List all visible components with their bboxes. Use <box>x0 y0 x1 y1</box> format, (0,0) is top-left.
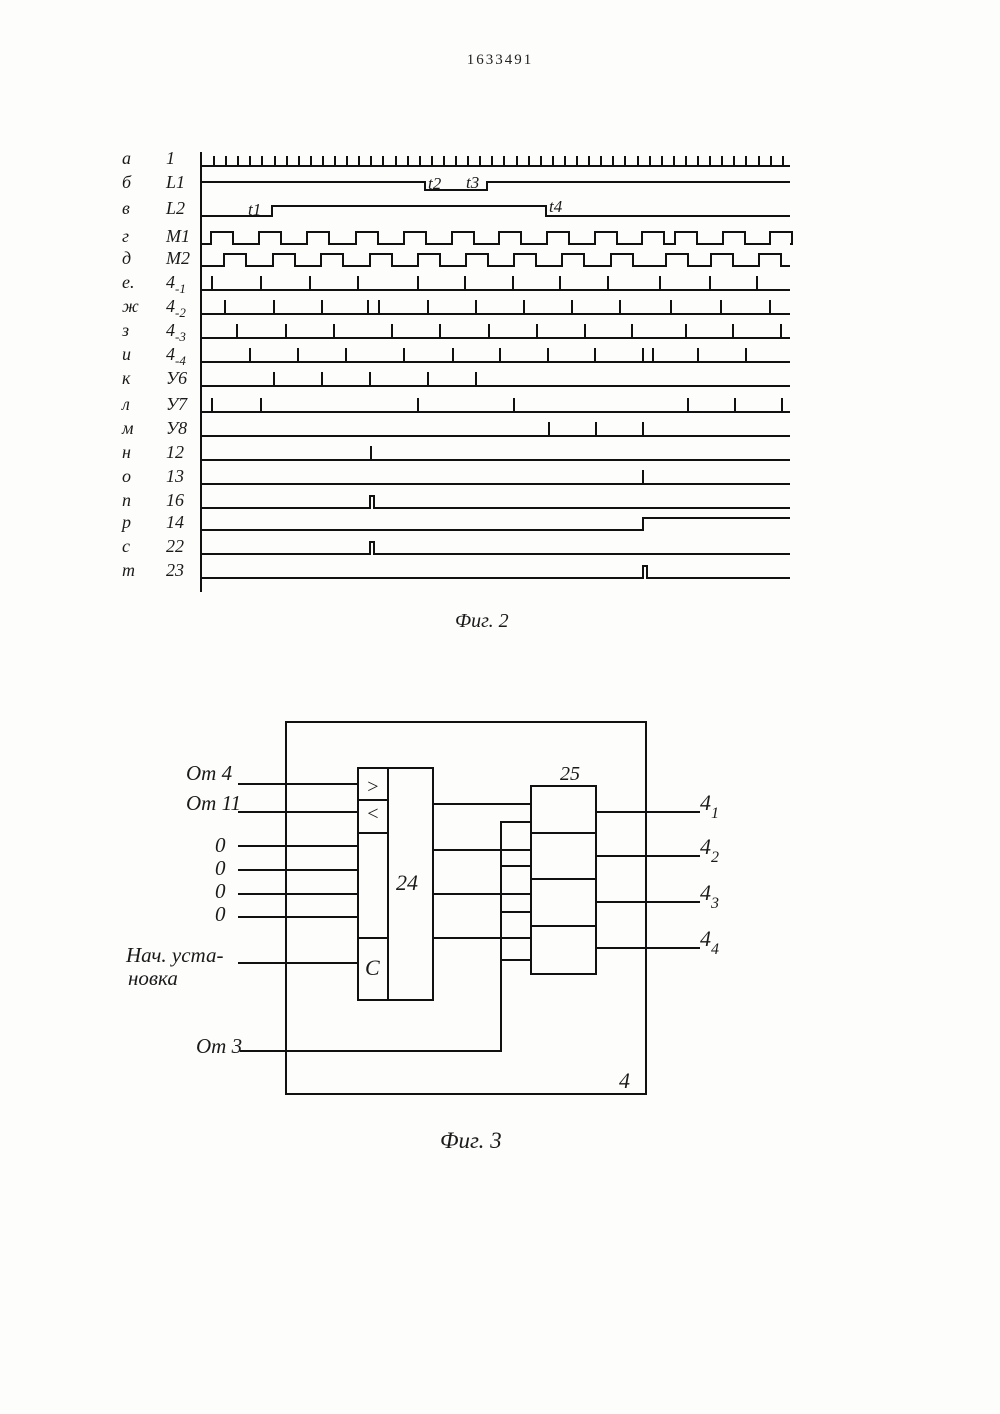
row-signal-15: 14 <box>166 512 184 532</box>
wave-4-2 <box>201 300 790 314</box>
row-letter-12: н <box>122 442 131 462</box>
marker-t2: t2 <box>428 174 442 193</box>
input-from-3: От 3 <box>196 1034 242 1058</box>
input-from-11: От 11 <box>186 791 241 815</box>
row-signal-16: 22 <box>166 536 184 556</box>
row-signal-2: L2 <box>165 198 185 218</box>
row-signal-1: L1 <box>165 172 185 192</box>
row-letter-3: г <box>122 226 129 246</box>
wave-14 <box>201 518 790 530</box>
row-signal-17: 23 <box>166 560 184 580</box>
timing-diagram: а 1 б L1 в L2 г M1 д M2 е. 4-1 ж 4-2 з 4-3 и 4-4 к У6 л У7 м У8… <box>0 140 1000 600</box>
wave-13 <box>201 470 790 484</box>
outer-block-4 <box>286 722 646 1094</box>
row-letter-14: п <box>122 490 131 510</box>
row-signal-8: 4-4 <box>166 344 186 368</box>
wave-4-3 <box>201 324 790 338</box>
input-zero-1: 0 <box>215 833 226 857</box>
waveforms <box>201 156 792 578</box>
row-letter-13: о <box>122 466 131 486</box>
row-letter-8: и <box>122 344 131 364</box>
output-label-2: 42 <box>700 834 719 866</box>
row-letter-15: р <box>120 512 131 532</box>
row-signal-12: 12 <box>166 442 184 462</box>
row-letter-1: б <box>122 172 132 192</box>
marker-t4: t4 <box>549 197 563 216</box>
fig3-caption: Фиг. 3 <box>440 1128 502 1154</box>
row-signal-5: 4-1 <box>166 272 186 296</box>
wave-clock <box>201 156 790 166</box>
input-from-4: От 4 <box>186 761 233 785</box>
register-label: 24 <box>396 870 418 895</box>
input-zero-4: 0 <box>215 902 226 926</box>
row-signal-6: 4-2 <box>166 296 186 320</box>
output-labels: 41 42 43 44 <box>700 790 719 958</box>
wave-12 <box>201 446 790 460</box>
row-letter-5: е. <box>122 272 135 292</box>
decoder-label: 25 <box>560 763 580 785</box>
wave-4-4 <box>201 348 790 362</box>
wave-L1 <box>201 182 790 190</box>
row-signal-4: M2 <box>165 248 190 268</box>
lt-label: < <box>366 803 380 825</box>
row-signal-7: 4-3 <box>166 320 186 344</box>
document-number: 1633491 <box>0 52 1000 69</box>
outer-block-label: 4 <box>619 1068 630 1093</box>
wave-Y6 <box>201 372 790 386</box>
row-signal-14: 16 <box>166 490 184 510</box>
clock-label: C <box>365 955 380 980</box>
input-reset-line1: Нач. уста- <box>125 943 223 967</box>
row-letter-11: м <box>121 418 134 438</box>
row-letter-17: т <box>122 560 135 580</box>
row-signal-3: M1 <box>165 226 190 246</box>
output-label-3: 43 <box>700 880 719 912</box>
row-labels: а 1 б L1 в L2 г M1 д M2 е. 4-1 ж 4-2 з 4-3 и 4-4 к У6 л У7 м У8… <box>120 148 190 580</box>
input-reset-line2: новка <box>128 966 178 990</box>
output-label-4: 44 <box>700 926 719 958</box>
row-letter-16: с <box>122 536 130 556</box>
row-letter-6: ж <box>122 296 139 316</box>
row-letter-4: д <box>122 248 131 268</box>
row-signal-9: У6 <box>166 368 187 388</box>
row-letter-0: а <box>122 148 131 168</box>
marker-t3: t3 <box>466 173 479 192</box>
marker-t1: t1 <box>248 200 261 219</box>
wave-M1 <box>201 232 792 244</box>
block-diagram: 4 24 25 > < C От 4 От 11 0 0 0 0 Нач. ус… <box>0 700 1000 1130</box>
gt-label: > <box>366 776 380 798</box>
row-letter-2: в <box>122 198 130 218</box>
row-letter-10: л <box>121 394 130 414</box>
wave-4-1 <box>201 276 790 290</box>
row-letter-7: з <box>121 320 129 340</box>
wave-23 <box>201 566 790 578</box>
row-signal-13: 13 <box>166 466 184 486</box>
wave-16 <box>201 496 790 508</box>
wave-M2 <box>201 254 790 266</box>
input-zero-3: 0 <box>215 879 226 903</box>
wave-Y7 <box>201 398 790 412</box>
wave-Y8 <box>201 422 790 436</box>
row-signal-0: 1 <box>166 148 175 168</box>
row-signal-10: У7 <box>166 394 188 414</box>
row-letter-9: к <box>122 368 131 388</box>
wave-L2 <box>201 206 790 216</box>
wave-22 <box>201 542 790 554</box>
fig2-caption: Фиг. 2 <box>455 610 509 633</box>
input-zero-2: 0 <box>215 856 226 880</box>
output-label-1: 41 <box>700 790 719 822</box>
row-signal-11: У8 <box>166 418 187 438</box>
